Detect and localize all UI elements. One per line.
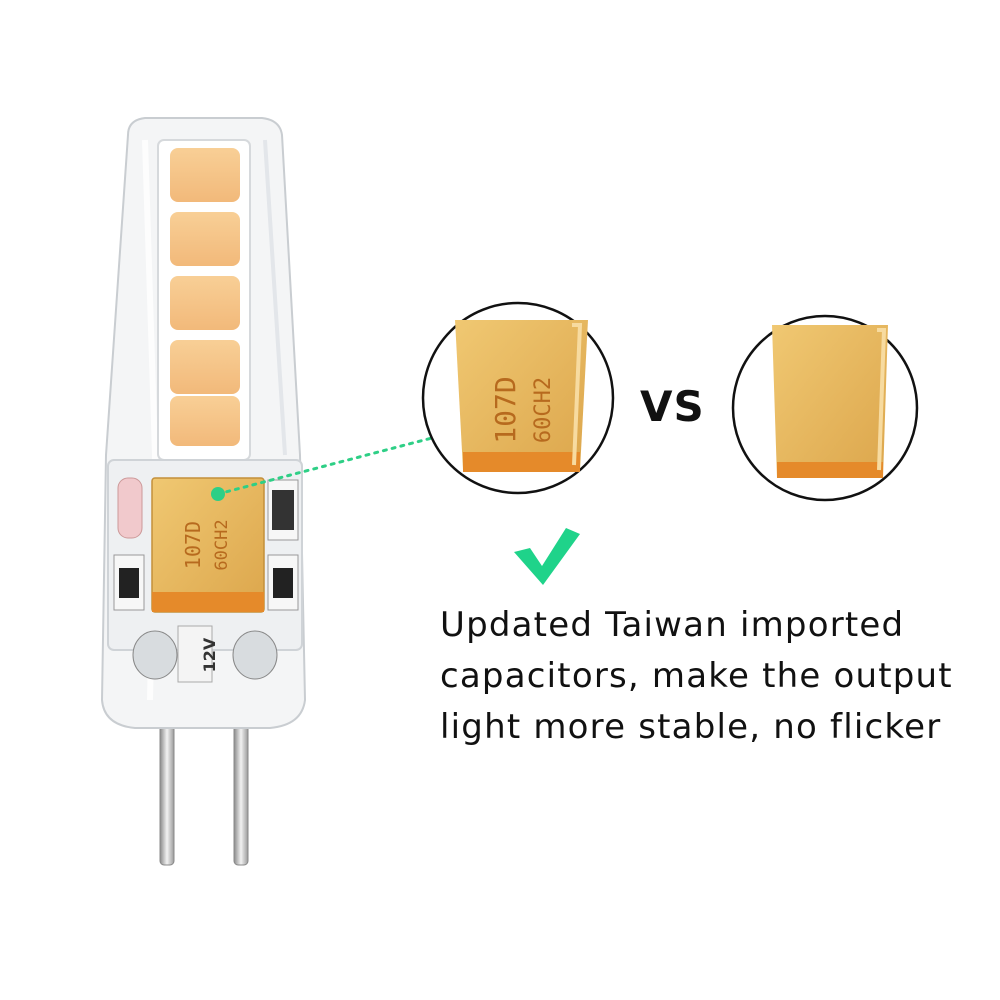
bulb-capacitor-code: 107D <box>181 521 205 569</box>
zoom-circle-generic <box>731 314 919 502</box>
caption-line: capacitors, make the output <box>440 656 953 696</box>
vs-label: VS <box>640 382 705 431</box>
board-voltage-label: 12V <box>200 637 219 672</box>
bulb-pins <box>159 689 249 866</box>
zoom-capacitor-batch: 60CH2 <box>531 377 556 443</box>
bulb-capacitor-batch: 60CH2 <box>212 519 232 570</box>
led-chip <box>170 148 240 202</box>
feature-caption: Updated Taiwan imported capacitors, make… <box>440 600 960 753</box>
led-chip <box>170 340 240 394</box>
caption-line: Updated Taiwan imported <box>440 605 905 645</box>
zoom-circle-updated: 107D 60CH2 <box>421 301 615 495</box>
led-chip <box>170 396 240 446</box>
checkmark-icon <box>514 528 580 585</box>
led-chip <box>170 276 240 330</box>
caption-line: light more stable, no flicker <box>440 707 942 747</box>
led-strip <box>157 139 251 461</box>
bulb-capacitor: 107D 60CH2 <box>151 477 265 613</box>
led-chip <box>170 212 240 266</box>
zoom-capacitor-code: 107D <box>489 376 522 443</box>
